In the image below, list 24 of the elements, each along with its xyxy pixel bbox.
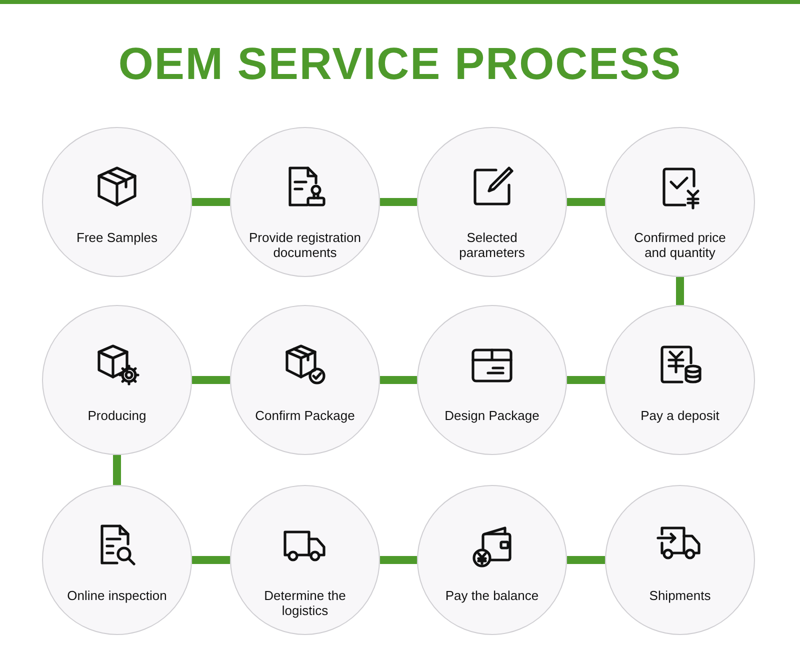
step-label: Pay a deposit [640, 408, 720, 423]
step-label: Selected parameters [458, 230, 526, 260]
step-label: Confirm Package [254, 408, 356, 423]
connector-line [676, 277, 684, 305]
connector-line [567, 556, 605, 564]
step-label: Design Package [444, 408, 540, 423]
step-label: Determine the logistics [263, 588, 347, 618]
step-label: Producing [86, 408, 148, 423]
connector-line [380, 556, 417, 564]
step-label: Shipments [648, 588, 712, 603]
connector-line [192, 556, 230, 564]
connector-line [192, 376, 230, 384]
step-label: Pay the balance [444, 588, 540, 603]
connector-line [380, 198, 417, 206]
title: OEM SERVICE PROCESS [118, 41, 682, 86]
connector-line [567, 376, 605, 384]
step-label: Free Samples [76, 230, 158, 245]
step-label: Confirmed price and quantity [633, 230, 727, 260]
step-label: Online inspection [66, 588, 168, 603]
connector-line [567, 198, 605, 206]
connector-line [192, 198, 230, 206]
connector-line [113, 455, 121, 485]
connector-line [380, 376, 417, 384]
step-label: Provide registration documents [248, 230, 362, 260]
